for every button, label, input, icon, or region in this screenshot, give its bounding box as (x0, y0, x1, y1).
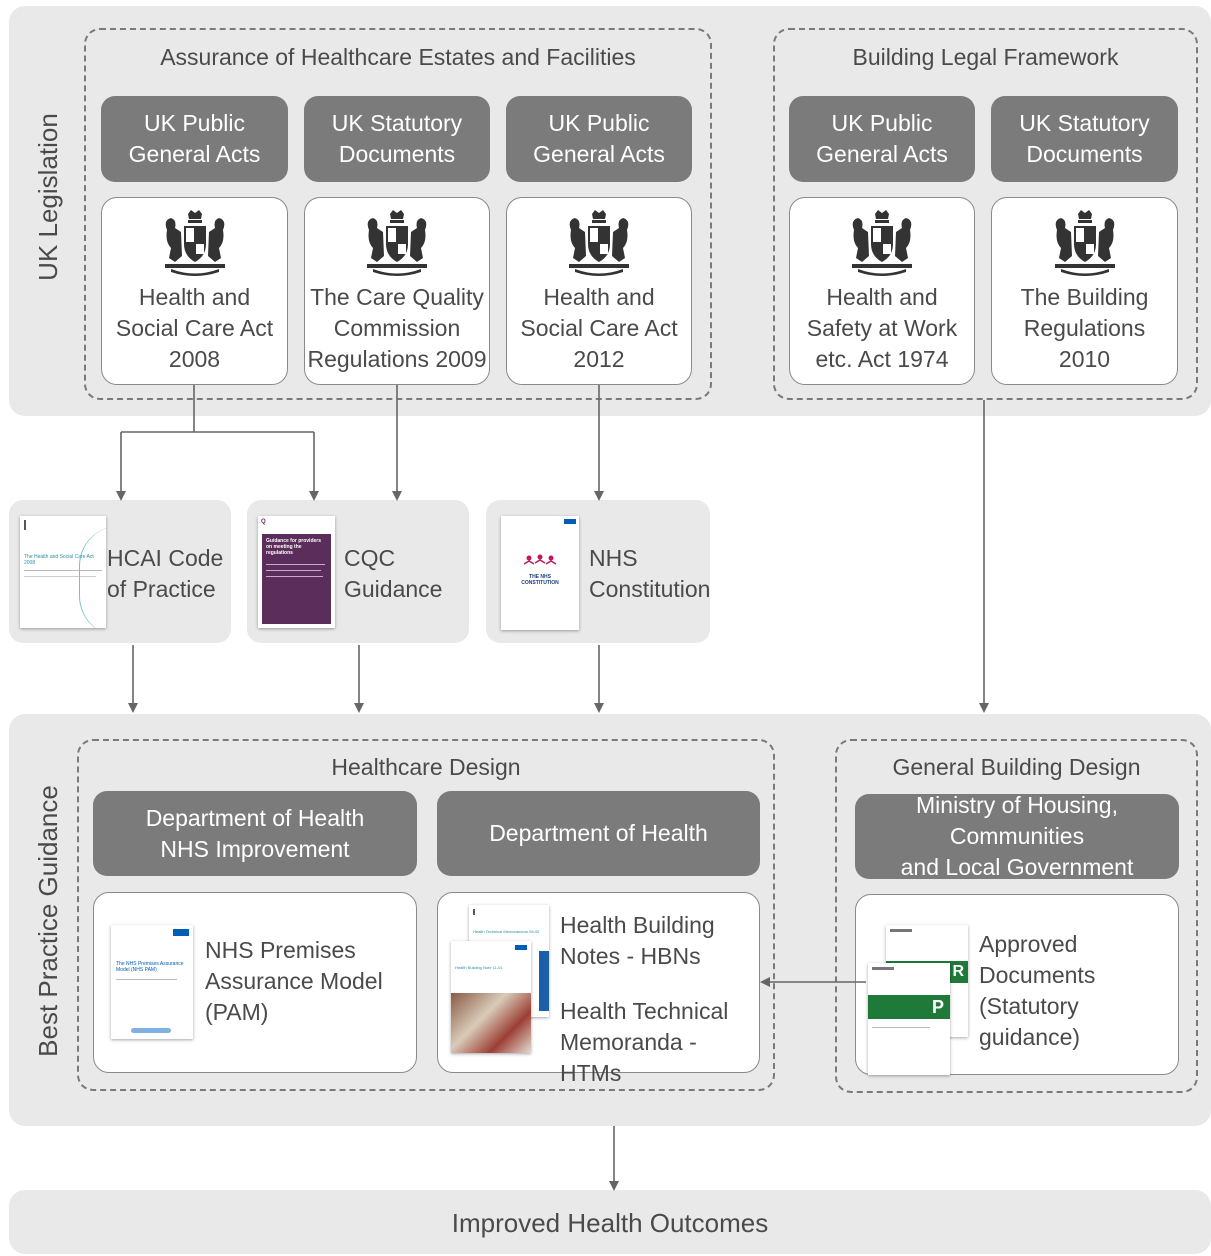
building-framework-title: Building Legal Framework (852, 44, 1119, 70)
healthcare-design-title: Healthcare Design (331, 754, 521, 780)
header-uk-statutory-docs-2: UK Statutory Documents (991, 96, 1178, 182)
nhs-line1: NHS (589, 545, 638, 571)
healthcare-design-group: Healthcare Design (77, 739, 775, 1091)
hbn-cover-image: Health Building Note 11-01 (451, 941, 531, 1053)
header-line: Ministry of Housing, Communities (916, 792, 1118, 849)
pam-line2: Assurance Model (205, 968, 383, 994)
general-building-group: General Building Design (835, 739, 1198, 1093)
act-line: 2010 (1058, 346, 1111, 372)
act-line: Commission (333, 315, 461, 341)
header-line: General Acts (128, 141, 261, 167)
htm-line1: Health Technical (560, 998, 729, 1024)
pam-box: The NHS Premises Assurance Model (NHS PA… (93, 892, 417, 1073)
header-mhclg: Ministry of Housing, Communities and Loc… (855, 792, 1179, 880)
act-line: 2012 (573, 346, 625, 372)
assurance-title: Assurance of Healthcare Estates and Faci… (160, 44, 636, 70)
cqc-line1: CQC (344, 545, 396, 571)
act-line: Regulations 2009 (307, 346, 487, 372)
cqc-line2: Guidance (344, 576, 443, 602)
header-line: UK Public (548, 110, 650, 136)
act-line: Health and (543, 284, 655, 310)
nhs-people-icon (523, 554, 557, 565)
approved-line2: Documents (979, 962, 1096, 988)
header-line: and Local Government (900, 854, 1134, 880)
guidance-card-cqc: Q Guidance for providers on meeting the … (247, 500, 469, 643)
act-line: Health and (826, 284, 938, 310)
outcome-band (9, 1190, 1211, 1254)
act-line: The Building (1020, 284, 1149, 310)
header-line: General Acts (533, 141, 665, 167)
header-line: General Acts (816, 141, 948, 167)
act-line: Social Care Act (520, 315, 678, 341)
approved-line3: (Statutory guidance) (979, 993, 1081, 1050)
header-line: UK Public (831, 110, 933, 136)
pam-line3: (PAM) (205, 999, 269, 1025)
cqc-cover-image: Q Guidance for providers on meeting the … (258, 516, 335, 628)
act-line: The Care Quality (310, 284, 484, 310)
act-line: Regulations (1023, 315, 1146, 341)
approved-line1: Approved (979, 931, 1078, 957)
header-line: UK Public (144, 110, 245, 136)
act-line: Safety at Work (806, 315, 958, 341)
approved-documents-box: R P Approved Documents (Statutory guidan… (855, 894, 1179, 1075)
hbn-line1: Health Building (560, 912, 715, 938)
act-line: 2008 (168, 346, 221, 372)
act-card-hsca-2008: Health and Social Care Act 2008 (101, 197, 288, 385)
act-card-building-regs-2010: The Building Regulations 2010 (991, 197, 1178, 385)
header-line: Department of Health (489, 820, 708, 846)
header-doh-nhs-improvement: Department of Health NHS Improvement (93, 791, 417, 876)
guidance-card-hcai: The Health and Social Care Act 2008 HCAI… (9, 500, 231, 643)
act-line: Social Care Act (115, 315, 274, 341)
approved-doc-p-cover-image: P (868, 963, 950, 1075)
nhs-line2: Constitution (589, 576, 711, 602)
header-line: Department of Health (145, 804, 365, 831)
header-doh: Department of Health (437, 791, 760, 876)
hcai-line1: HCAI Code (107, 545, 224, 571)
act-card-hsca-2012: Health and Social Care Act 2012 (506, 197, 692, 385)
cover-letter-r: R (952, 963, 964, 980)
hcai-line2: of Practice (107, 576, 216, 602)
assurance-group: Assurance of Healthcare Estates and Faci… (84, 28, 712, 400)
general-building-title: General Building Design (892, 754, 1141, 780)
hbn-htm-box: Health Technical Memorandum 08-02 Health… (437, 892, 760, 1086)
header-line: Documents (338, 141, 456, 167)
header-line: UK Statutory (1019, 110, 1150, 136)
act-line: etc. Act 1974 (815, 346, 949, 372)
cover-letter-p: P (931, 997, 944, 1017)
outcome-label: Improved Health Outcomes (451, 1208, 769, 1238)
hbn-line2: Notes - HBNs (560, 943, 701, 969)
pam-cover-image: The NHS Premises Assurance Model (NHS PA… (111, 925, 193, 1039)
header-line: NHS Improvement (160, 835, 350, 862)
header-line: UK Statutory (331, 110, 463, 136)
htm-line2: Memoranda - HTMs (560, 1029, 697, 1086)
act-card-cqc-2009: The Care Quality Commission Regulations … (304, 197, 490, 385)
act-card-hswa-1974: Health and Safety at Work etc. Act 1974 (789, 197, 975, 385)
header-line: Documents (1026, 141, 1143, 167)
header-uk-public-acts-3: UK Public General Acts (789, 96, 975, 182)
header-uk-public-acts-2: UK Public General Acts (506, 96, 692, 182)
hcai-cover-image: The Health and Social Care Act 2008 (20, 516, 106, 628)
pam-line1: NHS Premises (205, 937, 356, 963)
header-uk-statutory-docs-1: UK Statutory Documents (304, 96, 490, 182)
building-framework-group: Building Legal Framework (773, 28, 1198, 400)
header-uk-public-acts-1: UK Public General Acts (101, 96, 288, 182)
act-line: Health and (138, 284, 251, 310)
